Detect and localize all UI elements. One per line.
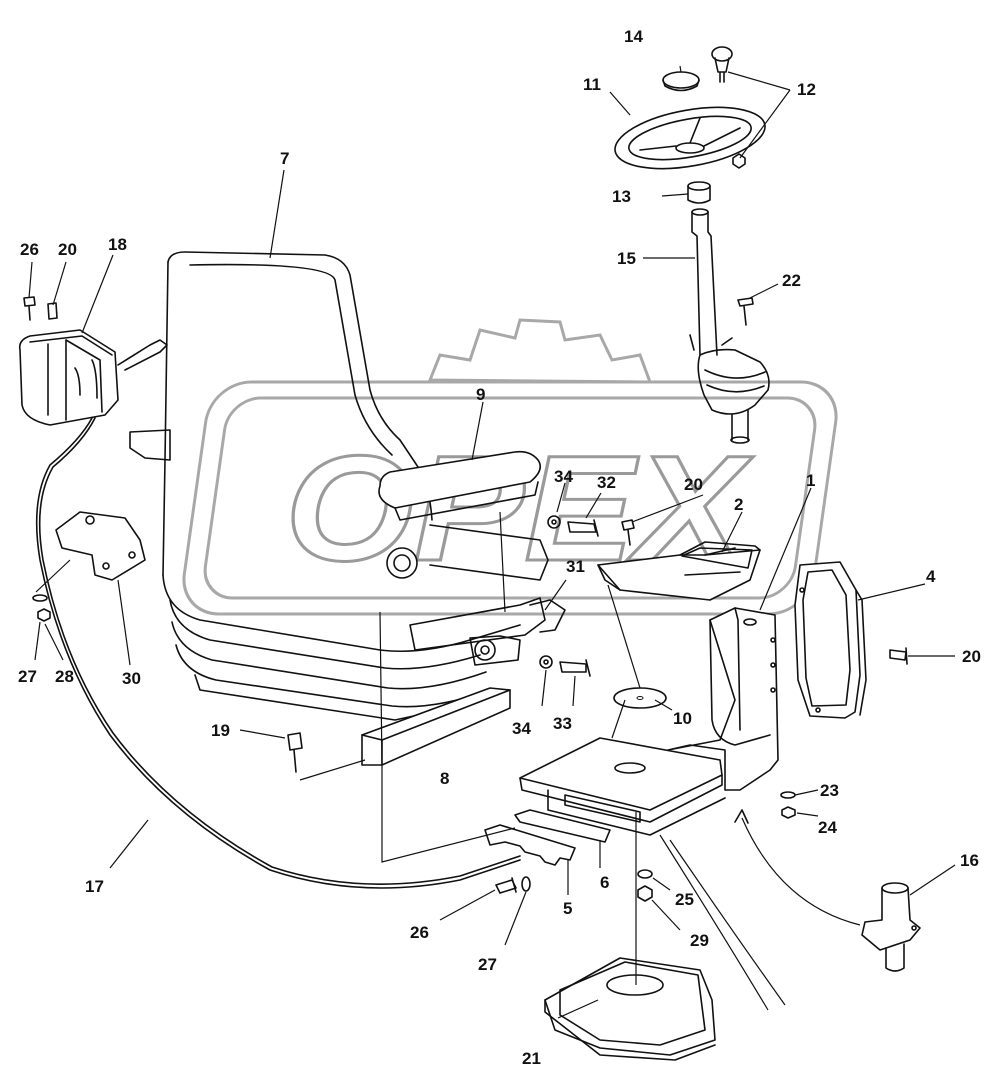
callout-30: 30 (122, 669, 141, 688)
watermark-outer-frame (182, 380, 838, 616)
callout-12: 12 (797, 80, 816, 99)
washer-nut-27-28 (32, 594, 51, 622)
arrow-head (734, 809, 749, 824)
bolt-22 (737, 297, 754, 326)
seat-base (519, 737, 726, 836)
callout-8: 8 (440, 769, 449, 788)
seat-rail (361, 687, 511, 766)
callout-5: 5 (563, 899, 572, 918)
callout-11: 11 (583, 75, 601, 94)
mount-disc (613, 687, 667, 709)
column-sleeve (687, 181, 711, 204)
callout-20-right: 20 (962, 647, 981, 666)
washer-nut-23-24 (780, 791, 796, 819)
floor-mat (544, 957, 716, 1061)
washer-bolt-33-34 (539, 655, 591, 677)
seat-slide (409, 597, 566, 666)
callout-27-bottom: 27 (478, 955, 497, 974)
callout-13: 13 (612, 187, 631, 206)
knob-and-nut (711, 46, 746, 169)
callout-29: 29 (690, 931, 709, 950)
callout-19: 19 (211, 721, 230, 740)
callout-34-upper: 34 (554, 467, 573, 486)
callout-22: 22 (782, 271, 801, 290)
steering-wheel (614, 106, 766, 170)
callout-2: 2 (734, 495, 743, 514)
callout-21: 21 (522, 1049, 541, 1068)
callout-17: 17 (85, 877, 104, 896)
callout-31: 31 (566, 557, 585, 576)
callout-7: 7 (280, 149, 289, 168)
arrow-swivel-to-support (741, 817, 861, 926)
armrest (378, 450, 541, 521)
mounting-bar (484, 809, 611, 866)
callout-1: 1 (806, 471, 815, 490)
callout-26-bottom: 26 (410, 923, 429, 942)
bolt-washer-26-27 (495, 876, 531, 894)
wheel-cap (662, 71, 700, 92)
callout-32: 32 (597, 473, 616, 492)
callout-labels: 14 11 12 13 15 22 7 26 20 18 9 34 32 20 … (18, 27, 981, 1068)
washer-nut-25-29 (637, 869, 653, 902)
bracket-30 (55, 511, 146, 581)
callout-24: 24 (818, 818, 837, 837)
bolt-20-mid (621, 519, 635, 546)
control-console (18, 329, 168, 426)
callout-20-mid: 20 (684, 475, 703, 494)
callout-28: 28 (55, 667, 74, 686)
watermark-gear (427, 318, 653, 384)
callout-33: 33 (553, 714, 572, 733)
bolts-26-20-top (23, 296, 58, 321)
washer-bolt-32-34 (547, 515, 599, 537)
foot-pedal (597, 541, 761, 601)
floor-edge (659, 834, 769, 1011)
callout-34-lower: 34 (512, 719, 531, 738)
callout-9: 9 (476, 385, 485, 404)
callout-25: 25 (675, 890, 694, 909)
callout-27-left: 27 (18, 667, 37, 686)
leader-lines (28, 65, 956, 1019)
callout-20-top: 20 (58, 240, 77, 259)
column-cover (794, 561, 867, 719)
callout-23: 23 (820, 781, 839, 800)
control-cable (35, 417, 521, 889)
steering-column (689, 208, 770, 444)
watermark-inner-frame (203, 396, 817, 600)
callout-10: 10 (673, 709, 692, 728)
bolt-20-right (889, 647, 908, 665)
callout-16: 16 (960, 851, 979, 870)
callout-4: 4 (926, 567, 936, 586)
floor-edge-2 (669, 839, 786, 1006)
column-support (667, 607, 779, 791)
callout-26-top: 26 (20, 240, 39, 259)
callout-6: 6 (600, 873, 609, 892)
callout-14: 14 (624, 27, 643, 46)
swivel-adapter (861, 882, 921, 972)
callout-18: 18 (108, 235, 127, 254)
callout-15: 15 (617, 249, 636, 268)
bolt-19 (287, 732, 303, 773)
